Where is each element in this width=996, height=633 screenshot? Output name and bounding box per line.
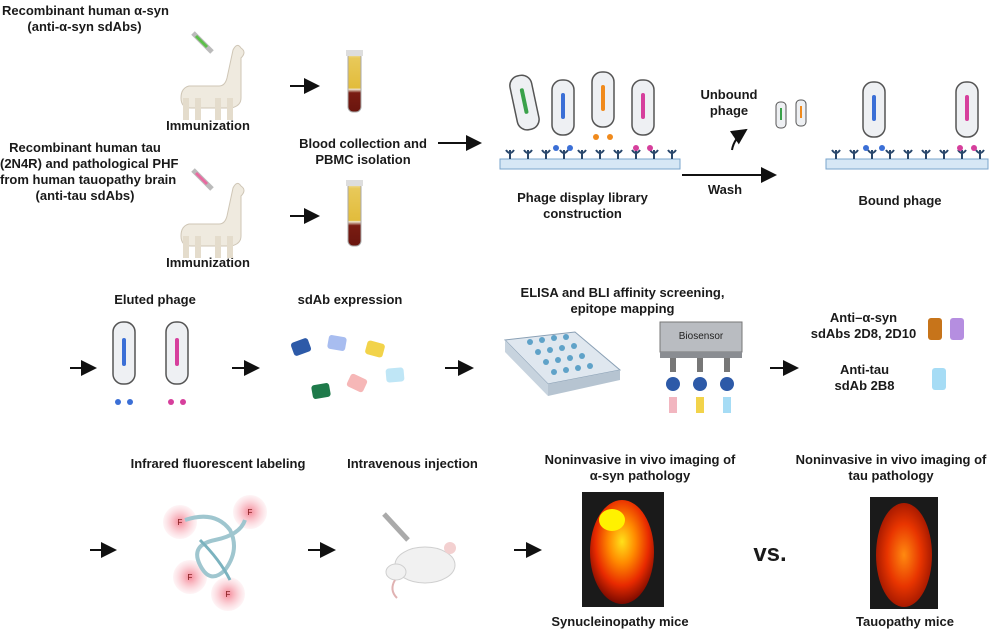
- blood-tube-icon: [346, 180, 363, 247]
- phage-icon: [509, 74, 540, 131]
- antibody-orange-icon: [928, 318, 942, 340]
- phage-icon: [165, 321, 189, 405]
- svg-text:F: F: [178, 518, 183, 527]
- phage-icon: [862, 81, 886, 151]
- phage-icon: [551, 79, 575, 151]
- syringe-icon: [191, 168, 214, 191]
- syringe-icon: [382, 512, 410, 542]
- labeling-label: Infrared fluorescent labeling: [130, 456, 306, 471]
- eluted-phage-label: Eluted phage: [114, 292, 196, 307]
- biosensor-device: Biosensor: [659, 321, 743, 413]
- blood-tube-icon: [346, 50, 363, 113]
- receptor-row: [831, 149, 985, 159]
- sdab-expression-label: sdAb expression: [297, 292, 403, 307]
- sdab-fragment-icons: [290, 335, 405, 399]
- injection-label: Intravenous injection: [347, 456, 478, 471]
- immunization-label-1: Immunization: [166, 118, 250, 133]
- syringe-icon: [191, 31, 214, 54]
- phage-icon: [955, 81, 979, 151]
- syn-imaging-panel: [582, 492, 664, 607]
- tau-imaging-panel: [870, 497, 938, 609]
- svg-text:F: F: [188, 573, 193, 582]
- bound-phage-label: Bound phage: [858, 193, 942, 208]
- bound-surface: [825, 158, 989, 170]
- mouse-icon: [385, 542, 456, 599]
- elisa-plate-icon: [503, 331, 622, 396]
- phage-icon: [112, 321, 136, 405]
- synucleinopathy-mice-label: Synucleinopathy mice: [551, 614, 689, 629]
- antigen-tau-label: Recombinant human tau(2N4R) and patholog…: [0, 140, 179, 203]
- biosensor-label: Biosensor: [679, 331, 724, 342]
- phage-icon: [775, 99, 807, 129]
- llama-icon: [180, 182, 245, 258]
- screening-label: ELISA and BLI affinity screening,epitope…: [520, 285, 725, 316]
- immunization-label-2: Immunization: [166, 255, 250, 270]
- svg-text:F: F: [248, 508, 253, 517]
- phage-icon: [591, 71, 615, 140]
- library-surface: [499, 158, 681, 170]
- llama-icon: [180, 44, 245, 120]
- vs-label: vs.: [753, 540, 787, 567]
- tauopathy-mice-label: Tauopathy mice: [855, 614, 954, 629]
- receptor-row: [505, 149, 677, 159]
- fluorescent-protein-icon: F F F F: [163, 495, 267, 611]
- antibody-lightblue-icon: [932, 368, 946, 390]
- phage-icon: [631, 79, 655, 151]
- arrow: [729, 128, 748, 151]
- antibody-purple-icon: [950, 318, 964, 340]
- svg-text:F: F: [226, 590, 231, 599]
- antigen-asyn-label: Recombinant human α-syn(anti-α-syn sdAbs…: [2, 3, 169, 34]
- wash-label: Wash: [707, 182, 743, 197]
